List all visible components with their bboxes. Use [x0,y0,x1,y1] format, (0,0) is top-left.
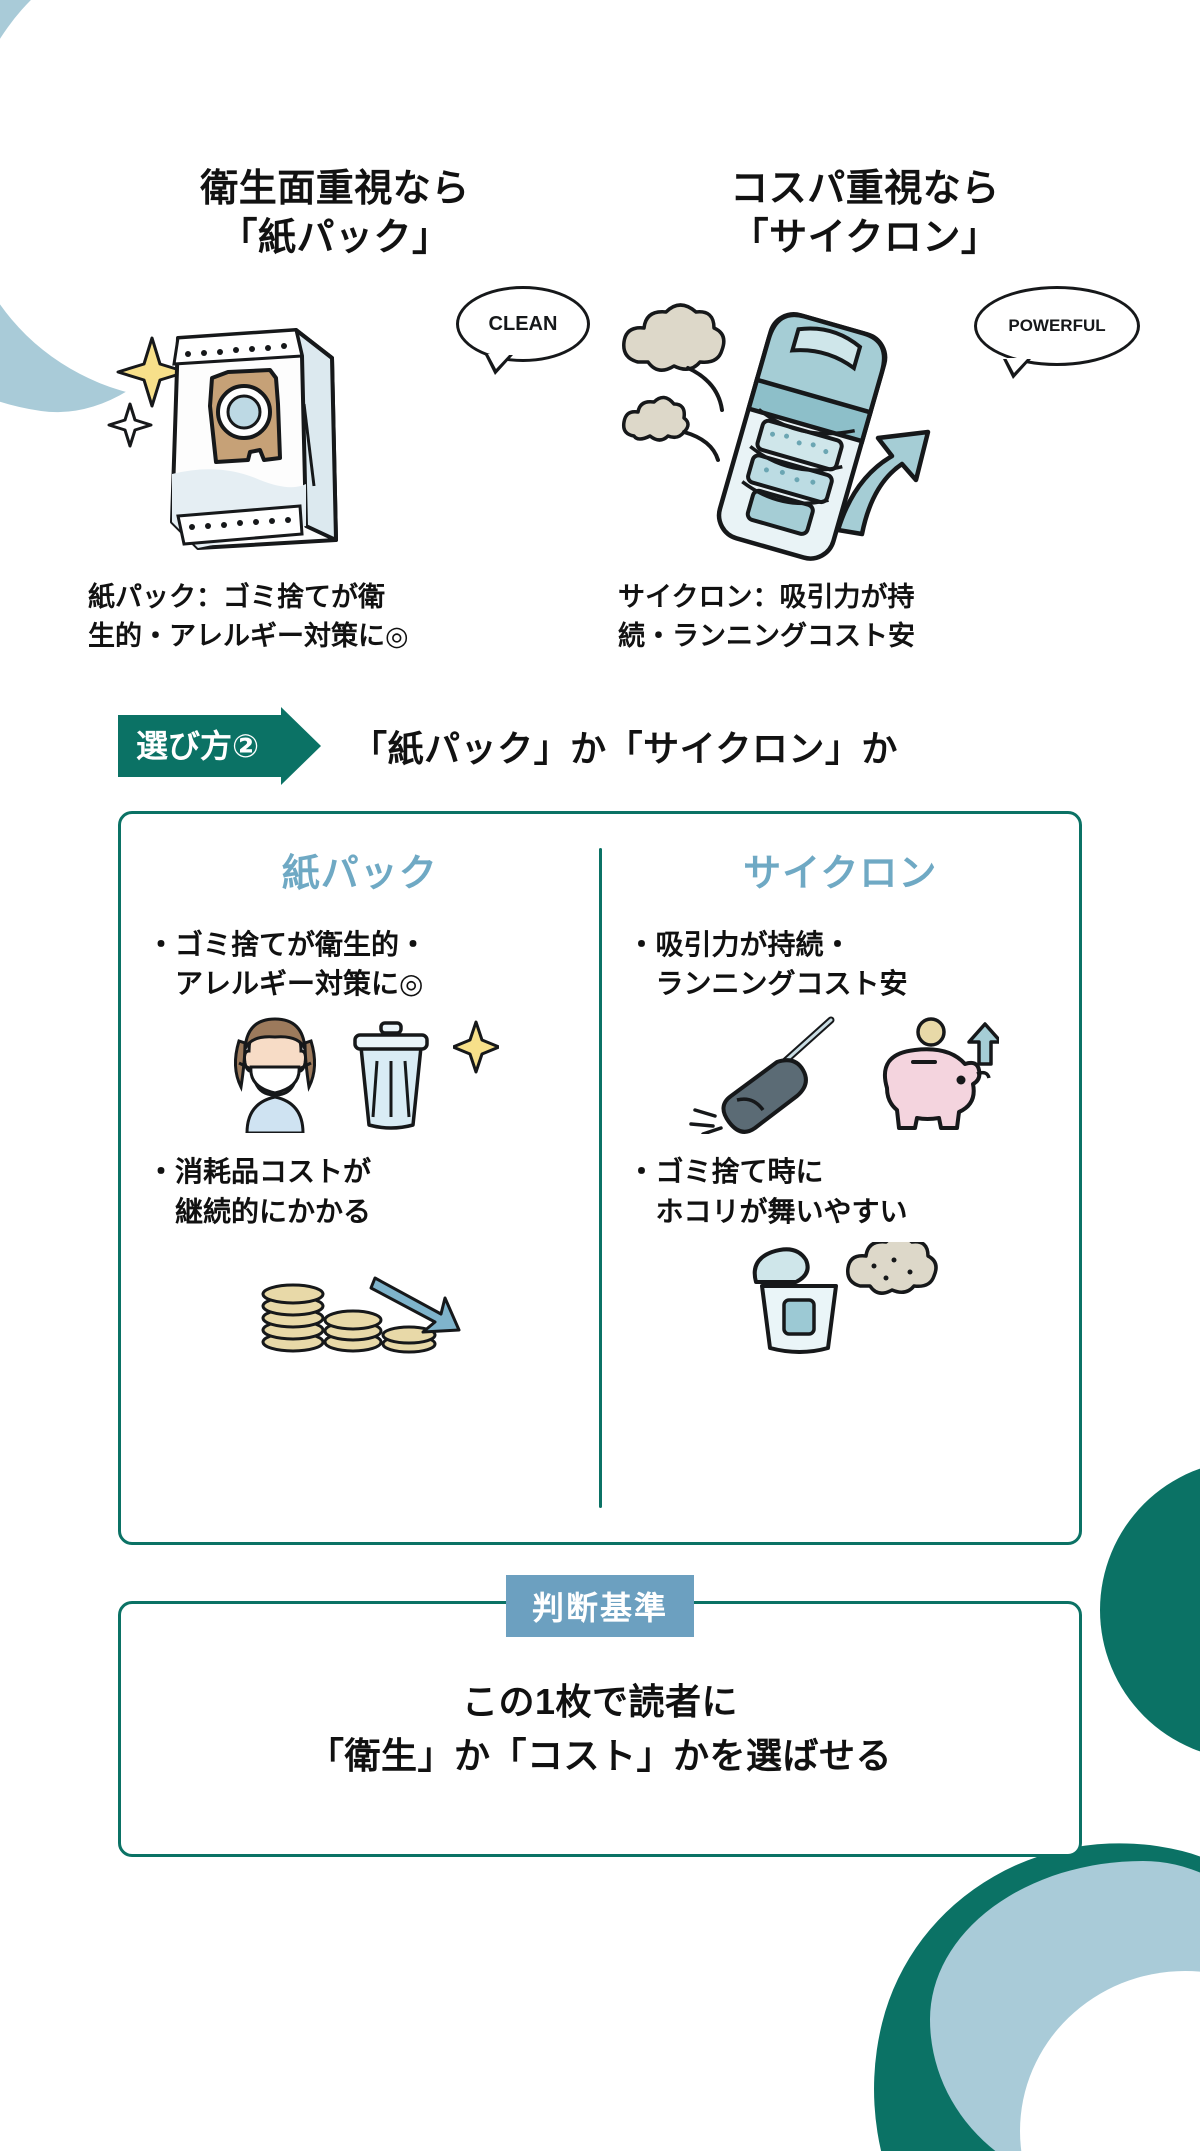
trash-bin-icon [353,1021,429,1130]
decorative-blob-top-right-white [980,0,1200,160]
coin-stacks-icon [261,1276,461,1354]
top-column-cyclone: コスパ重視なら 「サイクロン」 POWERFUL [600,165,1140,657]
clean-bubble-label: CLEAN [488,312,558,335]
decorative-blob-bottom-right-white [1020,1971,1200,2151]
criteria-box: この1枚で読者に 「衛生」か「コスト」かを選ばせる [118,1600,1082,1857]
cyclone-canister-illustration [621,303,931,562]
paper-bag-vacuum-illustration [107,328,338,551]
banner-tag-label: 選び方② [136,727,260,764]
comparison-point-icons [147,1014,573,1134]
comparison-point-text: ・消耗品コストが 継続的にかかる [147,1156,372,1227]
cyclone-illustration-area: POWERFUL [600,278,1140,578]
comparison-point-icons [628,1241,1054,1354]
criteria-badge: 判断基準 [505,1574,695,1637]
piggy-bank-icon [883,1017,1000,1131]
comparison-box: 紙パック ・ゴミ捨てが衛生的・ アレルギー対策に◎ [118,810,1082,1545]
top-comparison-row: 衛生面重視なら 「紙パック」 CLEAN [0,165,1200,657]
sparkle-icon [452,1020,499,1074]
dust-cup-icon [753,1241,938,1354]
comparison-point-text: ・ゴミ捨てが衛生的・ アレルギー対策に◎ [147,928,428,1000]
decorative-blob-bottom-right-blue [930,1861,1200,2151]
clean-speech-bubble: CLEAN [456,286,590,376]
powerful-speech-bubble: POWERFUL [974,286,1140,380]
comparison-heading-paper-pack: 紙パック [281,852,438,895]
vacuum-head-icon [689,1016,835,1135]
paper-pack-caption: 紙パック：ゴミ捨てが衛 生的・アレルギー対策に◎ [88,582,409,652]
down-arrow-icon [369,1276,461,1334]
section-banner: 選び方② 「紙パック」か「サイクロン」か [0,706,1200,785]
criteria-section: 判断基準 この1枚で読者に 「衛生」か「コスト」かを選ばせる [118,1574,1082,1857]
paper-pack-illustration-area: CLEAN [70,278,600,578]
paper-pack-heading: 衛生面重視なら 「紙パック」 [200,168,470,259]
comparison-column-paper-pack: 紙パック ・ゴミ捨てが衛生的・ アレルギー対策に◎ [121,814,599,1542]
comparison-point-icons [628,1014,1054,1135]
cyclone-heading: コスパ重視なら 「サイクロン」 [730,168,1000,259]
top-column-paper-pack: 衛生面重視なら 「紙パック」 CLEAN [70,165,600,657]
comparison-point-icons [147,1244,573,1354]
up-arrow-icon [967,1022,1000,1066]
masked-person-icon [233,1017,316,1134]
comparison-column-cyclone: サイクロン ・吸引力が持続・ ランニングコスト安 [602,814,1080,1542]
criteria-text: この1枚で読者に 「衛生」か「コスト」かを選ばせる [307,1680,892,1776]
powerful-bubble-label: POWERFUL [1008,316,1106,336]
banner-title: 「紙パック」か「サイクロン」か [351,727,898,769]
comparison-divider [598,847,602,1508]
comparison-point-text: ・吸引力が持続・ ランニングコスト安 [627,928,908,1000]
comparison-heading-cyclone: サイクロン [743,852,938,895]
banner-arrow-tag: 選び方② [118,706,322,785]
cyclone-caption: サイクロン：吸引力が持 続・ランニングコスト安 [618,582,915,652]
comparison-point-text: ・ゴミ捨て時に ホコリが舞いやすい [627,1156,908,1227]
